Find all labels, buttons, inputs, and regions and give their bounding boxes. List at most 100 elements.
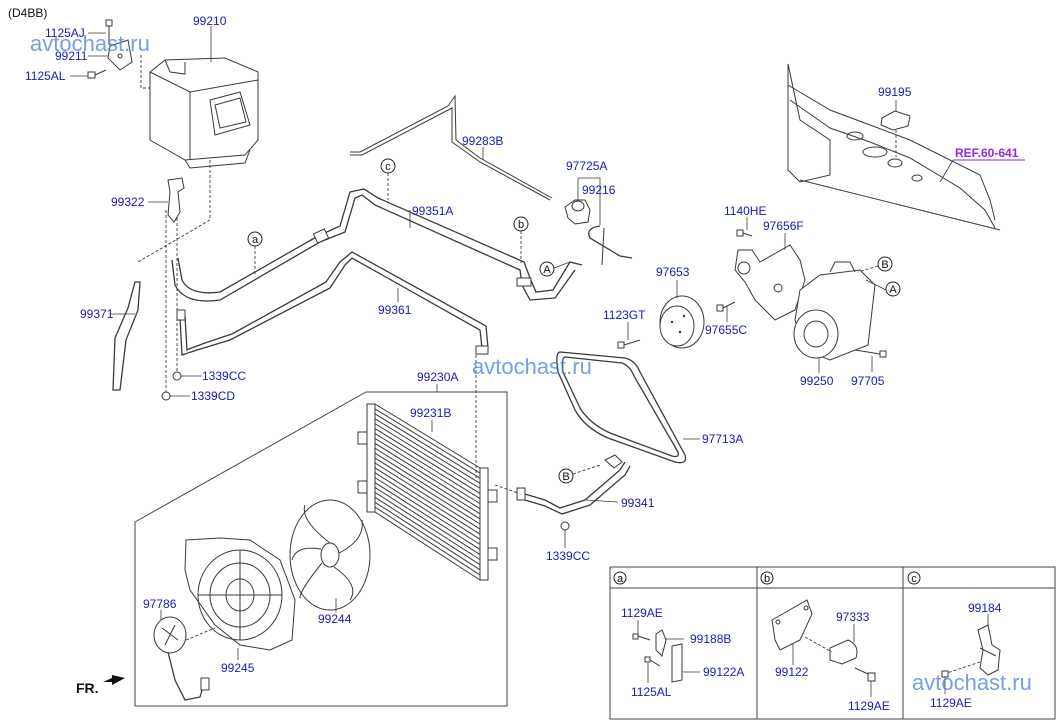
compressor-99250[interactable]	[793, 261, 876, 361]
svg-text:A: A	[889, 284, 897, 296]
nut-1339CD[interactable]	[161, 391, 171, 401]
fan-blade-99244[interactable]	[289, 499, 371, 611]
label-99184: 99184	[968, 601, 1002, 615]
bracket-99211[interactable]	[107, 39, 133, 71]
label-99231B: 99231B	[410, 406, 451, 420]
svg-text:b: b	[764, 573, 770, 585]
svg-text:c: c	[385, 161, 391, 173]
watermark-top-left: avtochast.ru	[30, 31, 150, 56]
detail-panel-a[interactable]: a 1129AE 99188B 99122A 1125AL	[613, 571, 744, 699]
label-97786: 97786	[143, 597, 177, 611]
bolt-1140HE[interactable]	[736, 229, 753, 237]
liquid-line-99361[interactable]	[176, 251, 489, 356]
label-99122A: 99122A	[703, 665, 744, 679]
condenser-99231B[interactable]	[357, 403, 498, 581]
condenser-fin	[374, 506, 481, 576]
callout-B-compressor[interactable]: B	[877, 256, 893, 272]
label-1129AE-b: 1129AE	[848, 699, 890, 713]
label-1125AL-top: 1125AL	[25, 69, 66, 83]
condenser-fin	[374, 413, 481, 479]
watermark-bottom-right: avtochast.ru	[912, 670, 1032, 695]
radiator-support-panel	[787, 63, 1001, 231]
bolt-97655C[interactable]	[716, 301, 736, 312]
drain-hose-99371[interactable]	[112, 281, 141, 391]
evaporator-unit-99210[interactable]	[149, 57, 259, 169]
nut-1339CC-lower[interactable]	[560, 521, 570, 531]
label-99322: 99322	[111, 195, 145, 209]
label-99250: 99250	[800, 374, 834, 388]
label-1129AE-a: 1129AE	[621, 606, 663, 620]
pipe-99283B[interactable]	[350, 94, 553, 201]
callout-A-hose[interactable]: A	[539, 261, 555, 277]
fan-shroud-99245[interactable]	[184, 537, 296, 651]
suction-hose-99351A[interactable]	[171, 188, 583, 302]
condenser-fin	[374, 418, 481, 484]
fan-motor-97786[interactable]	[153, 616, 210, 701]
label-97725A: 97725A	[566, 159, 607, 173]
callout-B-hose[interactable]: B	[558, 468, 574, 484]
condenser-fin	[374, 408, 481, 474]
bolt-1125AJ[interactable]	[105, 19, 113, 45]
condenser-fin	[374, 433, 481, 499]
label-99351A: 99351A	[412, 204, 453, 218]
svg-text:B: B	[881, 259, 888, 271]
drive-belt-97713A[interactable]	[556, 351, 687, 464]
condenser-fin	[374, 472, 481, 540]
condenser-fin	[374, 477, 481, 545]
callout-a[interactable]: a	[247, 231, 263, 247]
engine-code: (D4BB)	[8, 6, 47, 20]
label-99283B: 99283B	[462, 134, 503, 148]
label-1129AE-c: 1129AE	[930, 696, 972, 710]
condenser-fin	[374, 487, 481, 555]
label-99195: 99195	[878, 85, 912, 99]
label-1140HE: 1140HE	[724, 204, 766, 218]
condenser-fin	[374, 423, 481, 489]
detail-panel-c[interactable]: c 99184 1129AE	[907, 571, 1002, 710]
label-1339CC-upper: 1339CC	[202, 369, 246, 383]
bracket-97656F[interactable]	[734, 244, 806, 321]
bolt-97705[interactable]	[854, 349, 887, 358]
label-97656F: 97656F	[763, 219, 804, 233]
svg-text:A: A	[543, 264, 551, 276]
cap-99195[interactable]	[880, 110, 911, 131]
label-99230A: 99230A	[417, 370, 458, 384]
pulley-97653[interactable]	[659, 295, 705, 349]
nut-1339CC-upper[interactable]	[172, 371, 182, 381]
condenser-fin	[374, 482, 481, 550]
label-99245: 99245	[221, 661, 255, 675]
condenser-fin	[374, 501, 481, 571]
condenser-fin	[374, 428, 481, 494]
callout-c[interactable]: c	[380, 158, 396, 174]
detail-panel-b[interactable]: b 99122 97333 1129AE	[760, 571, 890, 713]
label-1339CD: 1339CD	[191, 389, 235, 403]
bolt-1123GT[interactable]	[617, 339, 641, 349]
bolt-1125AL-top[interactable]	[87, 69, 107, 79]
condenser-fin	[374, 437, 481, 505]
label-1125AJ: 1125AJ	[45, 26, 85, 40]
label-1125AL-a: 1125AL	[631, 685, 672, 699]
label-99361: 99361	[378, 303, 412, 317]
expansion-valve-99322[interactable]	[167, 177, 185, 223]
wire-99216[interactable]	[588, 225, 633, 266]
switch-97725A[interactable]	[564, 199, 591, 225]
label-99188B: 99188B	[690, 632, 731, 646]
label-99371: 99371	[80, 307, 114, 321]
label-1339CC-lower: 1339CC	[546, 549, 590, 563]
label-99122-b: 99122	[775, 665, 809, 679]
svg-text:B: B	[562, 471, 569, 483]
condenser-fin	[374, 462, 481, 530]
label-99341: 99341	[621, 496, 655, 510]
svg-text:b: b	[518, 219, 524, 231]
label-97705: 97705	[851, 374, 885, 388]
label-97655C: 97655C	[705, 323, 747, 337]
front-direction-arrow-icon	[103, 675, 125, 685]
label-99244: 99244	[318, 612, 352, 626]
condenser-fin	[374, 467, 481, 535]
discharge-hose-99341[interactable]	[516, 454, 631, 515]
callout-b[interactable]: b	[513, 216, 529, 232]
front-direction-label: FR.	[76, 680, 99, 696]
callout-A-compressor[interactable]: A	[885, 281, 901, 297]
label-99211: 99211	[55, 49, 88, 63]
reference-link[interactable]: REF.60-641	[955, 146, 1019, 160]
